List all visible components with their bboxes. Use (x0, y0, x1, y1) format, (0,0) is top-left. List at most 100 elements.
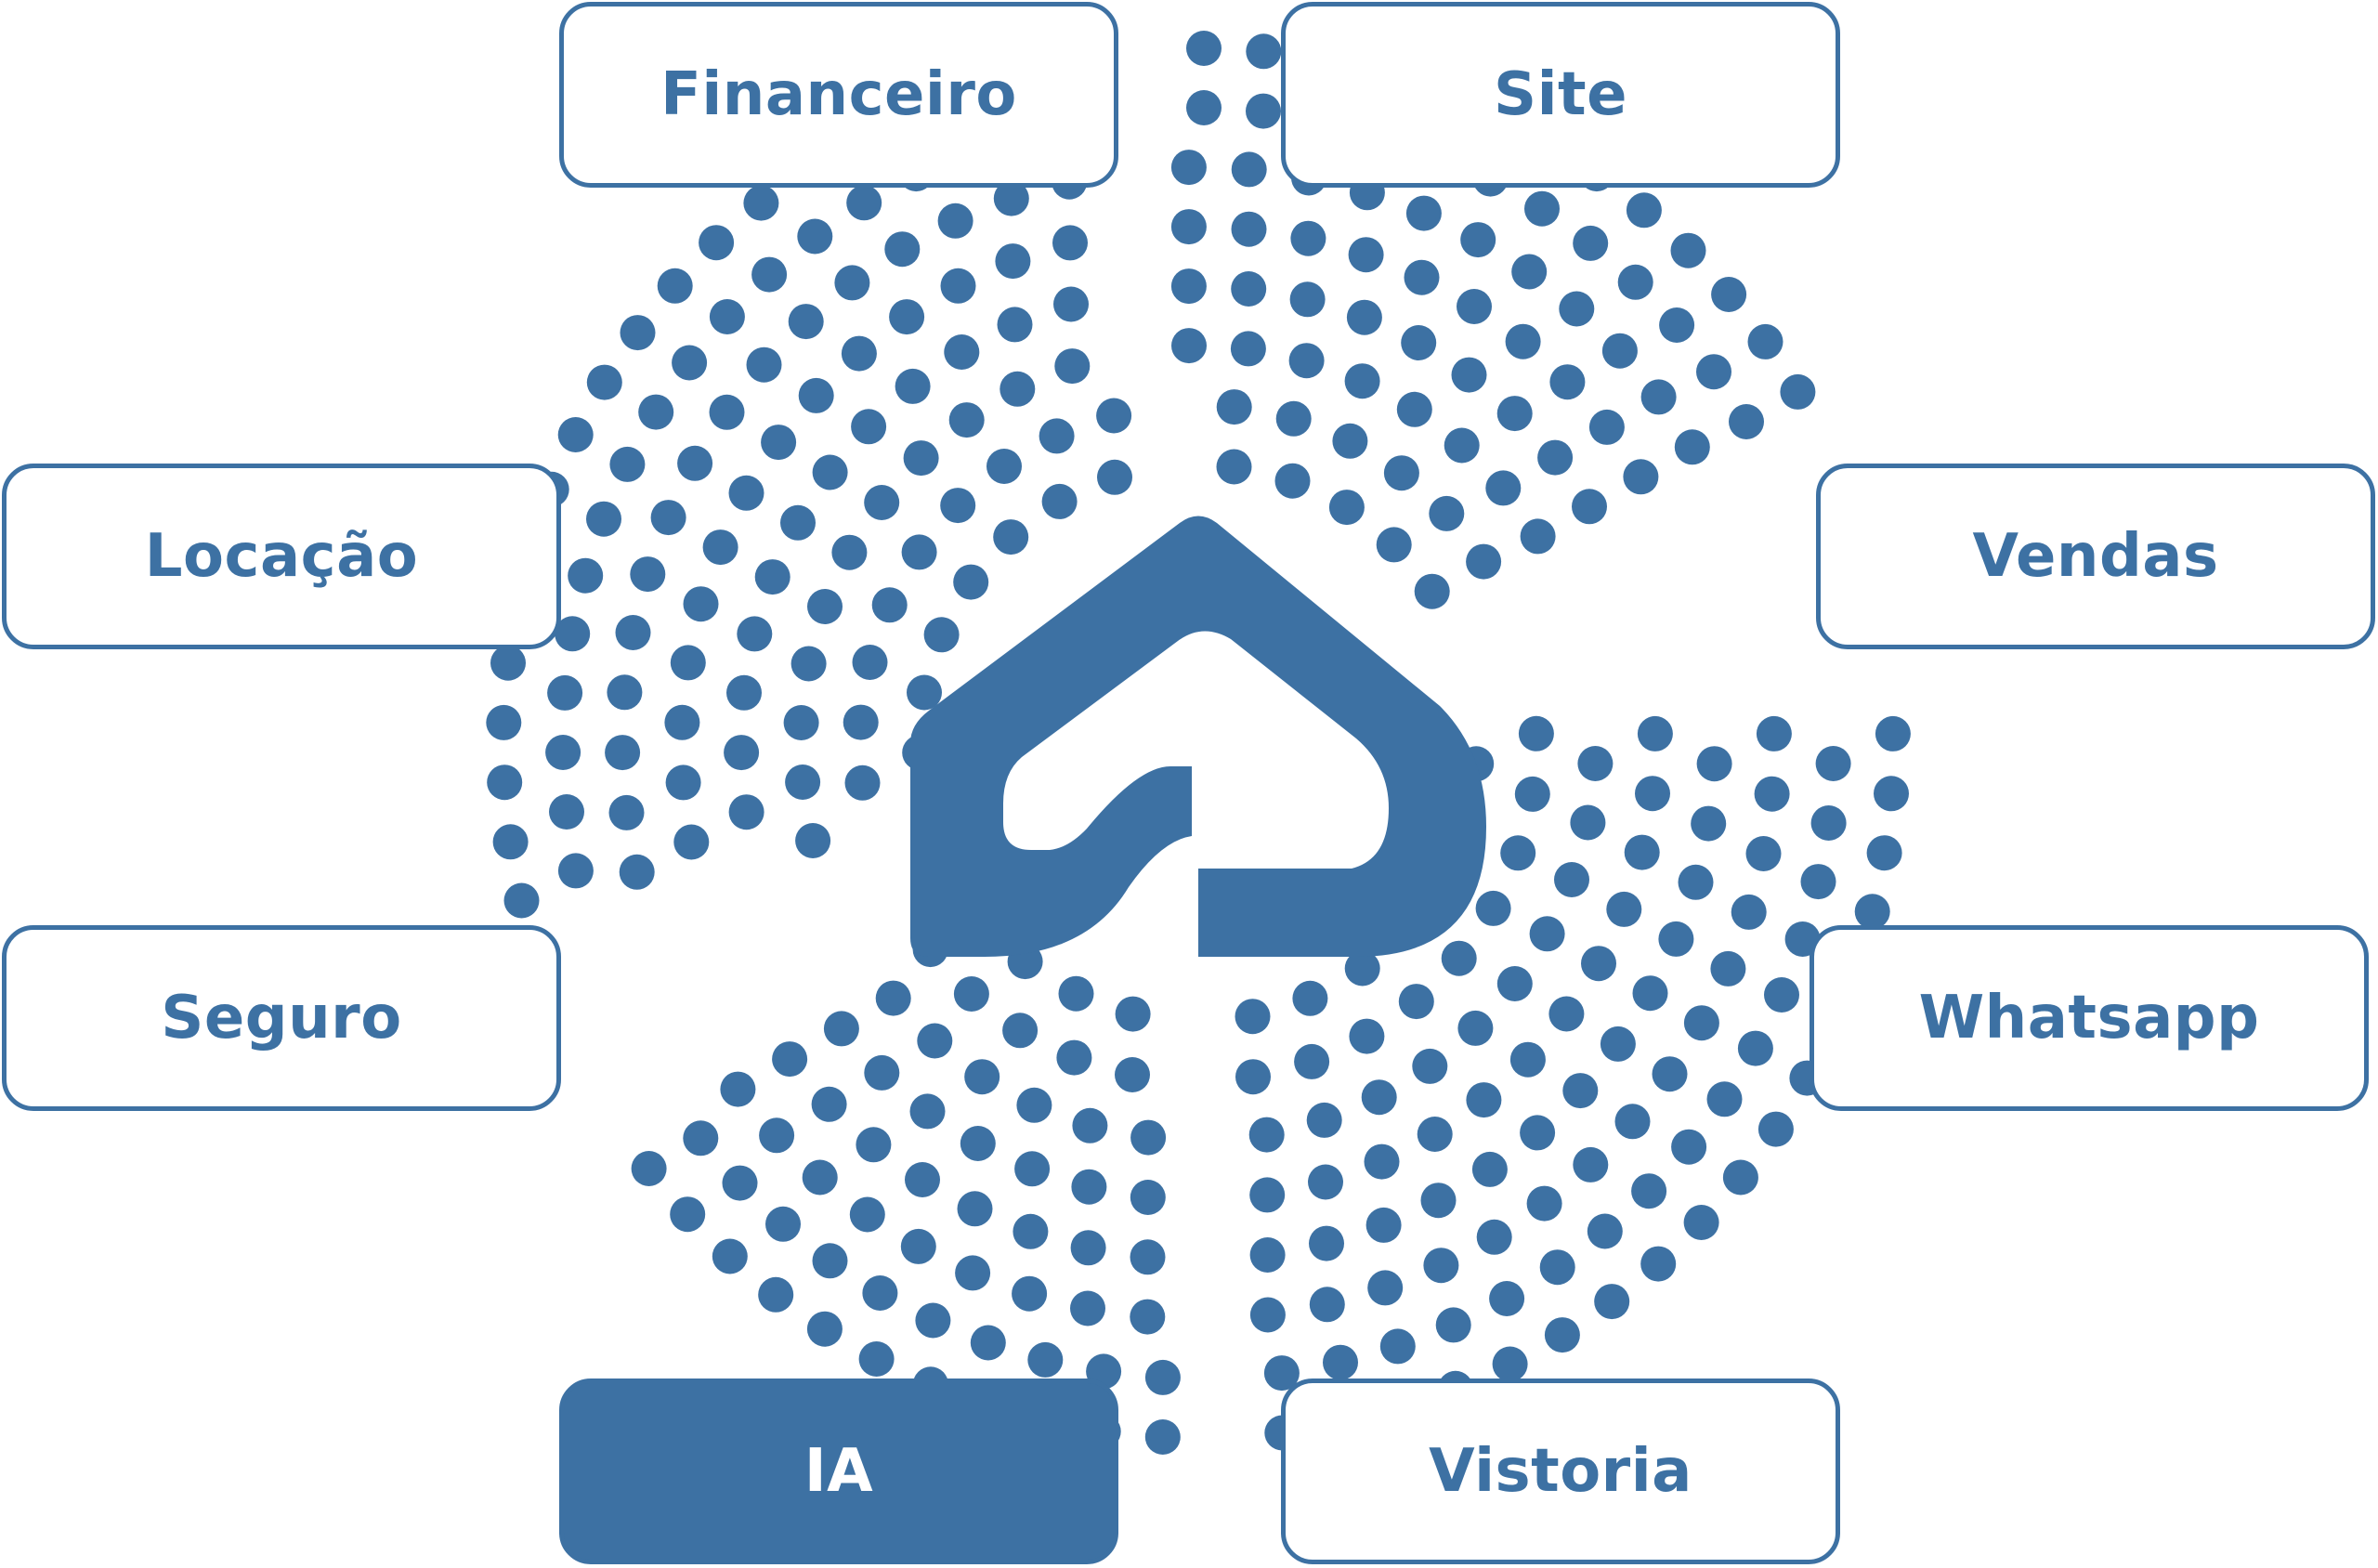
decorative-dot (1230, 331, 1266, 367)
decorative-dot (1505, 323, 1541, 359)
decorative-dot (1246, 93, 1281, 129)
decorative-dot (862, 1275, 898, 1311)
decorative-dot (1027, 1341, 1064, 1378)
decorative-dot (1071, 1169, 1107, 1205)
decorative-dot (1815, 746, 1851, 781)
whatsapp-button[interactable]: Whatsapp (1810, 925, 2369, 1111)
decorative-dot (1367, 1270, 1404, 1306)
decorative-dot (1323, 1344, 1358, 1380)
decorative-dot (772, 1041, 808, 1078)
financeiro-button[interactable]: Financeiro (559, 2, 1118, 188)
decorative-dot (1294, 1043, 1330, 1079)
decorative-dot (1594, 1284, 1630, 1320)
decorative-dot (1429, 495, 1465, 531)
decorative-dot (737, 616, 773, 652)
vendas-button[interactable]: Vendas (1816, 464, 2375, 649)
decorative-dot (557, 417, 594, 452)
decorative-dot (1396, 391, 1432, 427)
decorative-dot (834, 265, 870, 301)
decorative-dot (1420, 1183, 1457, 1219)
decorative-dot (1554, 862, 1589, 897)
decorative-dot (1130, 1119, 1167, 1156)
decorative-dot (1562, 1073, 1599, 1109)
decorative-dot (746, 346, 782, 383)
decorative-dot (605, 735, 641, 771)
decorative-dot (619, 854, 655, 890)
decorative-dot (1492, 1346, 1528, 1382)
decorative-dot (664, 704, 700, 740)
decorative-dot (986, 449, 1022, 484)
decorative-dot (709, 299, 745, 334)
decorative-dot (905, 1162, 940, 1197)
decorative-dot (1361, 1079, 1397, 1116)
decorative-dot (547, 674, 583, 711)
vistoria-button[interactable]: Vistoria (1281, 1379, 1840, 1564)
decorative-dot (665, 764, 701, 801)
decorative-dot (1875, 715, 1911, 751)
decorative-dot (944, 334, 980, 370)
decorative-dot (1711, 277, 1747, 312)
decorative-dot (1683, 1005, 1719, 1041)
decorative-dot (1398, 984, 1434, 1020)
decorative-dot (1170, 268, 1207, 305)
decorative-dot (751, 256, 788, 293)
decorative-dot (1466, 1082, 1502, 1118)
ia-button[interactable]: IA (559, 1379, 1118, 1564)
decorative-dot (1524, 190, 1560, 227)
decorative-dot (638, 394, 674, 430)
decorative-dot (743, 185, 779, 221)
decorative-dot (780, 504, 816, 541)
decorative-dot (1186, 90, 1222, 125)
decorative-dot (1441, 940, 1477, 976)
decorative-dot (993, 180, 1029, 216)
seguro-label: Seguro (161, 984, 402, 1052)
decorative-dot (1471, 1151, 1508, 1187)
decorative-dot (1249, 1237, 1286, 1273)
decorative-dot (1485, 470, 1522, 506)
decorative-dot (1012, 1275, 1048, 1312)
decorative-dot (549, 794, 584, 830)
decorative-dot (1466, 543, 1502, 580)
decorative-dot (864, 1054, 900, 1091)
decorative-dot (545, 735, 581, 770)
site-button[interactable]: Site (1281, 2, 1840, 188)
decorative-dot (650, 500, 686, 536)
decorative-dot (568, 557, 604, 594)
decorative-dot (1678, 864, 1714, 900)
decorative-dot (1379, 1328, 1416, 1365)
decorative-dot (677, 445, 713, 481)
decorative-dot (487, 764, 523, 801)
decorative-dot (895, 368, 931, 404)
seguro-button[interactable]: Seguro (2, 925, 561, 1111)
decorative-dot (841, 335, 877, 372)
decorative-dot (1231, 151, 1267, 188)
decorative-dot (889, 299, 925, 335)
decorative-dot (915, 1302, 951, 1339)
decorative-dot (1632, 975, 1668, 1012)
decorative-dot (1581, 946, 1616, 982)
decorative-dot (1170, 209, 1207, 245)
locacao-button[interactable]: Locação (2, 464, 561, 649)
vendas-label: Vendas (1972, 522, 2219, 591)
site-label: Site (1493, 60, 1628, 129)
whatsapp-label: Whatsapp (1918, 984, 2260, 1052)
decorative-dot (937, 203, 973, 239)
decorative-dot (1652, 1056, 1688, 1092)
decorative-dot (852, 645, 888, 680)
decorative-dot (1097, 459, 1132, 495)
decorative-dot (1640, 379, 1677, 415)
decorative-dot (1435, 1307, 1471, 1343)
decorative-dot (1800, 864, 1836, 900)
decorative-dot (1757, 1111, 1794, 1147)
decorative-dot (486, 704, 522, 740)
decorative-dot (758, 1276, 794, 1313)
decorative-dot (1631, 1173, 1667, 1209)
decorative-dot (1710, 950, 1746, 987)
ia-label: IA (804, 1437, 874, 1506)
decorative-dot (1186, 31, 1222, 66)
decorative-dot (960, 1126, 996, 1161)
decorative-dot (1511, 254, 1548, 290)
decorative-dot (1365, 1207, 1402, 1243)
decorative-dot (1231, 211, 1267, 247)
decorative-dot (1780, 373, 1816, 410)
